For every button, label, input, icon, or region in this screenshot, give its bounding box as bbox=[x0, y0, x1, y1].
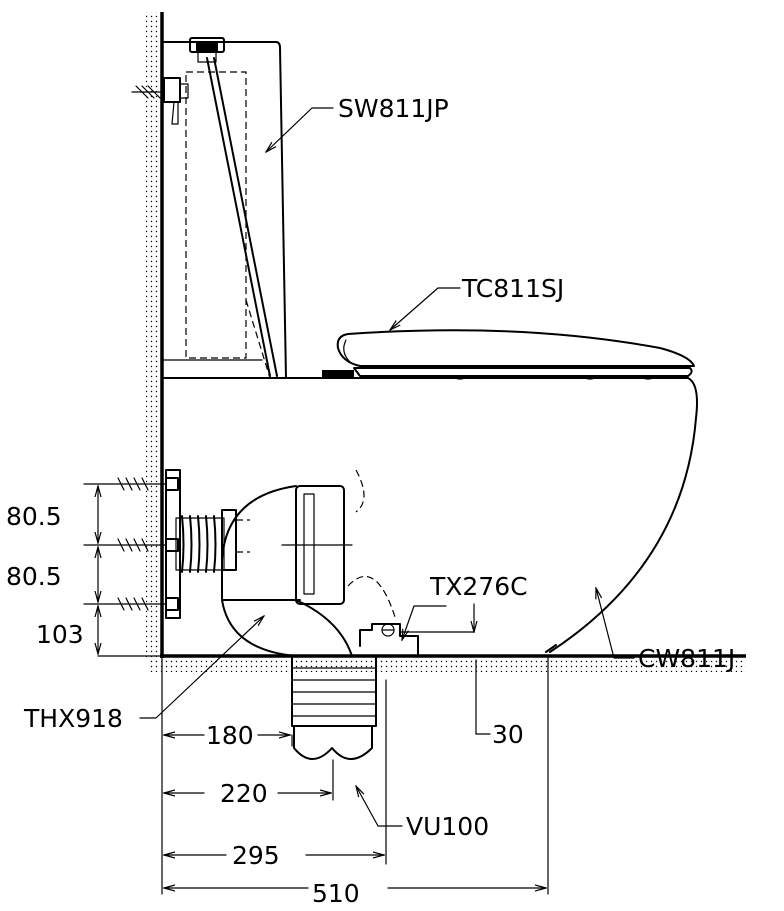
wall-fixing-bolts bbox=[111, 469, 181, 619]
pan-connector-bracket bbox=[359, 603, 474, 657]
flush-button bbox=[189, 37, 225, 63]
label-waste-model: VU100 bbox=[406, 812, 489, 841]
dim-bottom-bolt-height: 103 bbox=[36, 620, 84, 649]
leader-lines bbox=[139, 107, 635, 827]
bellows-connector bbox=[175, 509, 250, 573]
dim-bolt-spacing-lower: 80.5 bbox=[6, 562, 62, 591]
water-inlet-valve bbox=[131, 77, 189, 125]
toilet-bowl bbox=[163, 377, 698, 653]
dim-outlet-edge: 220 bbox=[220, 779, 268, 808]
label-flange-model: THX918 bbox=[23, 704, 123, 733]
label-seat-model: TC811SJ bbox=[461, 274, 564, 303]
fixing-bolt-top bbox=[111, 477, 179, 491]
dim-depth: 510 bbox=[312, 879, 360, 908]
toilet-seat bbox=[322, 329, 695, 380]
fixing-bolt-bottom bbox=[111, 597, 179, 611]
fixing-bolt-middle bbox=[111, 538, 179, 552]
wall bbox=[146, 12, 164, 658]
label-tank-model: SW811JP bbox=[338, 94, 449, 123]
flange-elbow bbox=[221, 469, 397, 657]
dim-waste-center: 295 bbox=[232, 841, 280, 870]
dim-floor-offset: 30 bbox=[492, 720, 524, 749]
label-pan-connector-model: TX276C bbox=[429, 572, 528, 601]
cistern-tank bbox=[131, 37, 287, 379]
dim-outlet-center: 180 bbox=[206, 721, 254, 750]
waste-pipe bbox=[291, 655, 377, 760]
label-bowl-model: CW811J bbox=[638, 644, 735, 673]
dim-bolt-spacing-upper: 80.5 bbox=[6, 502, 62, 531]
dimension-lines bbox=[83, 483, 549, 895]
